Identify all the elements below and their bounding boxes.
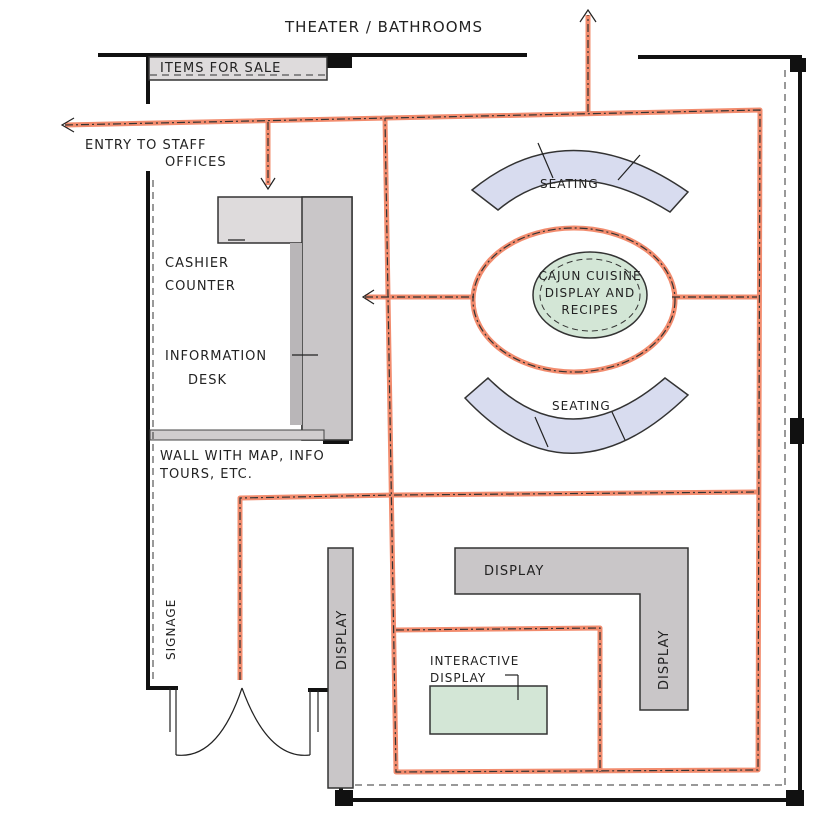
path-main-loop-centerline [64,109,761,773]
cajun-display-inner-ring [539,258,641,332]
signage-label: SIGNAGE [164,599,178,660]
left-display-rect [327,547,354,789]
seating-bottom-divider-1 [534,416,549,448]
entry-doors [169,687,319,756]
seating-top-divider-2 [617,154,641,181]
info-label-line2: DESK [188,373,227,388]
arrow-center-left [361,289,375,305]
arrow-theater [579,8,597,23]
cajun-cuisine-display: CAJUN CUISINE DISPLAY AND RECIPES [532,251,648,339]
display-right-label: DISPLAY [657,630,672,690]
seating-top-bench [470,149,690,213]
door-swing-left [175,687,243,756]
seating-bottom-label: SEATING [552,399,611,413]
items-for-sale-rect [148,56,328,81]
wall-map-label-line2: TOURS, ETC. [159,467,253,482]
column-bottom-left [335,790,353,806]
seating-top-divider-1 [537,142,554,179]
l-display: DISPLAY DISPLAY [454,547,689,711]
interactive-label-line2: DISPLAY [430,671,486,685]
column-top-right [790,58,806,72]
seating-top: SEATING [470,142,690,213]
left-display: DISPLAY [327,547,354,789]
items-for-sale-shelf: ITEMS FOR SALE [148,56,328,81]
wall-map-label-line1: WALL WITH MAP, INFO [160,449,325,464]
cajun-display-ellipse [532,251,648,339]
map-wall: WALL WITH MAP, INFO TOURS, ETC. [149,429,325,482]
entry-staff-label-line1: ENTRY TO STAFF [85,138,207,153]
column-bottom-right [786,790,804,806]
interactive-label-line1: INTERACTIVE [430,654,519,668]
cajun-label-line3: RECIPES [561,303,618,317]
theater-bathrooms-label: THEATER / BATHROOMS [284,18,483,36]
cashier-label-line2: COUNTER [165,279,236,294]
l-display-shape [454,547,689,711]
column-right-middle [790,418,804,444]
cajun-label-line1: CAJUN CUISINE [538,269,641,283]
map-wall-strip [149,429,325,441]
circulation-path [60,8,763,775]
entry-staff-label-line2: OFFICES [165,155,227,170]
cashier-information-desk: CASHIER COUNTER INFORMATION DESK [165,196,353,441]
seating-bottom-bench [463,376,690,454]
arrow-staff-offices [60,117,75,133]
info-label-line1: INFORMATION [165,349,267,364]
display-top-label: DISPLAY [484,564,544,579]
seating-top-label: SEATING [540,177,599,191]
column-items [324,54,352,68]
arrow-cashier [260,177,276,191]
desk-shadow [290,243,302,425]
path-entry-centerline [239,491,758,680]
cajun-label-line2: DISPLAY AND [545,286,635,300]
signage: SIGNAGE [152,180,178,684]
items-for-sale-label: ITEMS FOR SALE [160,61,281,76]
display-left-label: DISPLAY [335,610,350,670]
interactive-display: INTERACTIVE DISPLAY [429,654,548,735]
path-ring-centerline [472,227,676,373]
interactive-display-rect [429,685,548,735]
information-desk-shape [301,196,353,441]
seating-bottom: SEATING [463,376,690,454]
door-swing-right [241,687,311,756]
path-interactive-centerline [395,627,601,772]
seating-bottom-divider-2 [611,411,626,441]
cashier-label-line1: CASHIER [165,256,229,271]
